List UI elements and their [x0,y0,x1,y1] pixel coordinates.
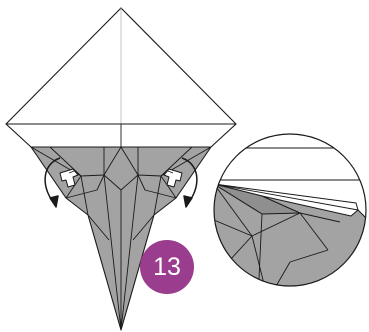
detail-white-band [200,148,369,180]
detail-zoom-view [200,134,369,300]
origami-model [6,8,236,330]
step-number-badge: 13 [140,240,194,294]
